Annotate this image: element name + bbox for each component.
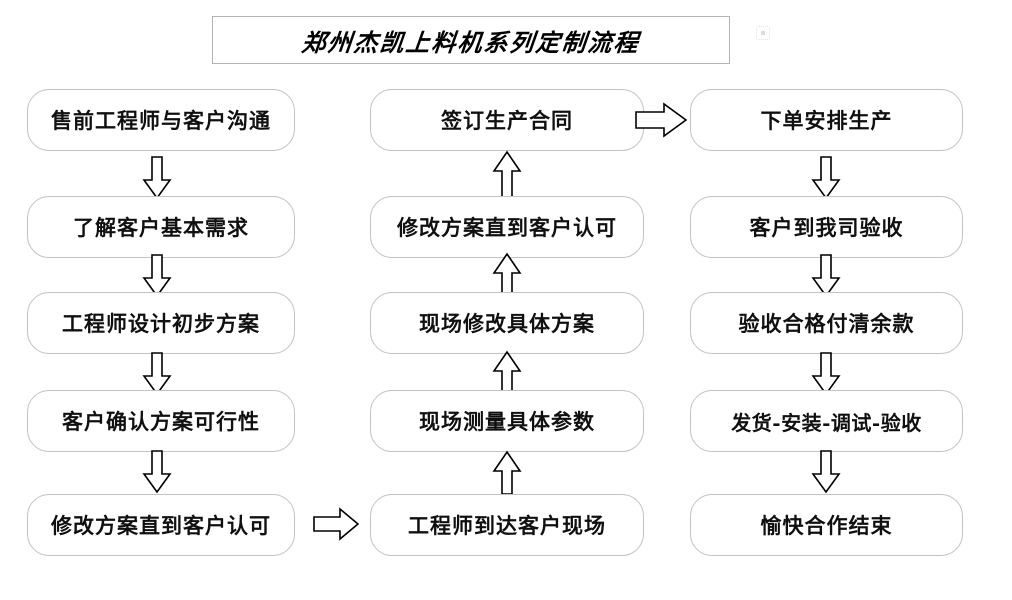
arrow-down-left-4	[142, 450, 172, 494]
arrow-down-right-3	[811, 352, 841, 396]
arrow-down-right-1	[811, 156, 841, 200]
node-right-2-label: 客户到我司验收	[749, 215, 904, 240]
arrow-up-middle-1	[492, 150, 522, 200]
node-left-1-label: 售前工程师与客户沟通	[51, 108, 271, 133]
node-right-5-label: 愉快合作结束	[760, 513, 893, 538]
node-left-1[interactable]: 售前工程师与客户沟通	[27, 89, 295, 151]
node-right-2[interactable]: 客户到我司验收	[690, 196, 963, 258]
node-middle-1[interactable]: 签订生产合同	[370, 89, 644, 151]
arrow-right-left-to-middle	[312, 505, 360, 543]
node-middle-2-label: 修改方案直到客户认可	[397, 215, 617, 240]
arrow-down-right-2	[811, 254, 841, 298]
node-middle-4-label: 现场测量具体参数	[419, 409, 595, 434]
node-right-1-label: 下单安排生产	[760, 108, 893, 133]
watermark-icon	[756, 26, 770, 40]
node-right-4[interactable]: 发货-安装-调试-验收	[690, 390, 963, 452]
arrow-down-right-4	[811, 450, 841, 494]
node-left-5-label: 修改方案直到客户认可	[51, 513, 271, 538]
node-right-3[interactable]: 验收合格付清余款	[690, 292, 963, 354]
node-left-5[interactable]: 修改方案直到客户认可	[27, 494, 295, 556]
node-left-2-label: 了解客户基本需求	[73, 215, 249, 240]
node-right-5[interactable]: 愉快合作结束	[690, 494, 963, 556]
node-right-3-label: 验收合格付清余款	[738, 311, 915, 336]
arrow-down-left-2	[142, 254, 172, 298]
node-middle-3[interactable]: 现场修改具体方案	[370, 292, 644, 354]
node-left-3[interactable]: 工程师设计初步方案	[27, 292, 295, 354]
node-middle-5-label: 工程师到达客户现场	[408, 513, 606, 538]
arrow-down-left-3	[142, 352, 172, 396]
node-left-3-label: 工程师设计初步方案	[62, 311, 260, 336]
arrow-up-middle-3	[492, 350, 522, 394]
node-middle-5[interactable]: 工程师到达客户现场	[370, 494, 644, 556]
chart-title-text: 郑州杰凯上料机系列定制流程	[300, 27, 642, 57]
node-middle-3-label: 现场修改具体方案	[419, 311, 595, 336]
node-left-2[interactable]: 了解客户基本需求	[27, 196, 295, 258]
node-right-4-label: 发货-安装-调试-验收	[731, 410, 922, 435]
arrow-down-left-1	[142, 156, 172, 200]
arrow-up-middle-4	[492, 450, 522, 496]
node-middle-1-label: 签订生产合同	[441, 108, 573, 133]
node-left-4[interactable]: 客户确认方案可行性	[27, 390, 295, 452]
node-right-1[interactable]: 下单安排生产	[690, 89, 963, 151]
node-middle-4[interactable]: 现场测量具体参数	[370, 390, 644, 452]
node-left-4-label: 客户确认方案可行性	[62, 409, 260, 434]
arrow-right-middle-to-right	[634, 100, 688, 140]
node-middle-2[interactable]: 修改方案直到客户认可	[370, 196, 644, 258]
chart-title-box: 郑州杰凯上料机系列定制流程	[212, 16, 730, 64]
